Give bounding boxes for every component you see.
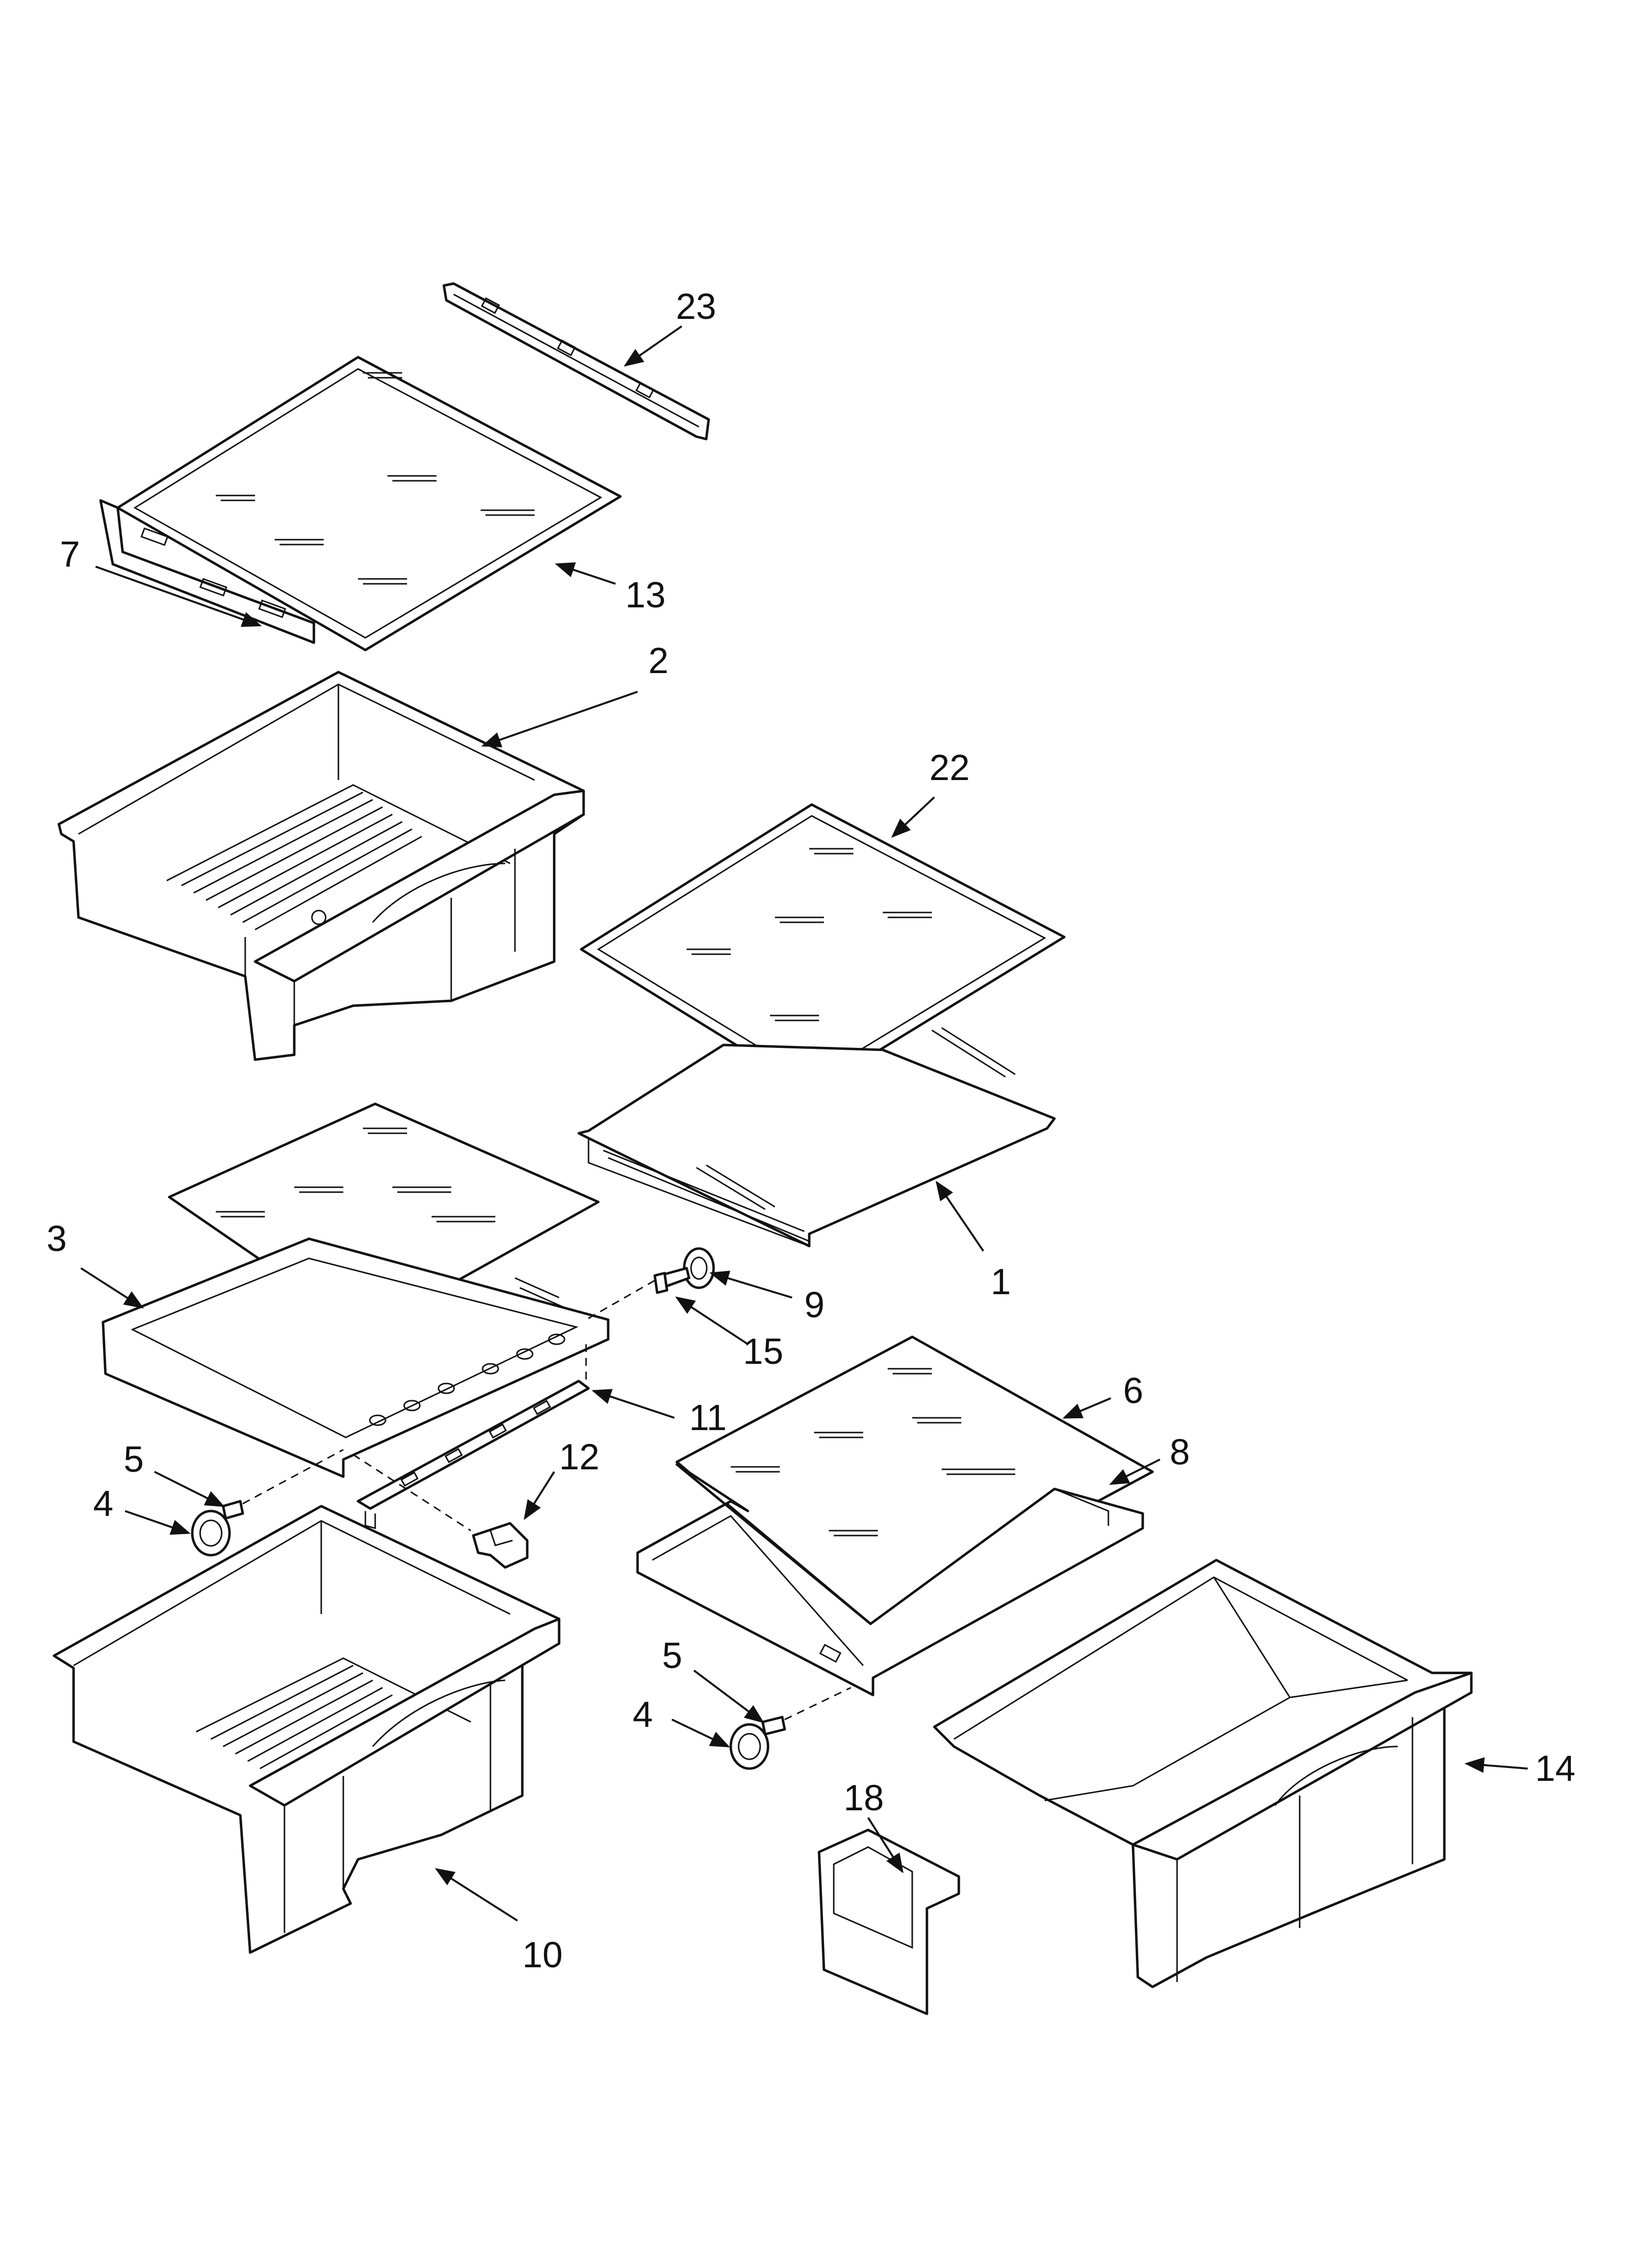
leader-6 bbox=[1062, 1397, 1111, 1419]
leader-5b bbox=[693, 1669, 765, 1723]
leader-18 bbox=[867, 1817, 904, 1874]
screw-path-line bbox=[586, 1279, 655, 1321]
callout-4-upper: 4 bbox=[93, 1483, 113, 1524]
part-9-roller bbox=[683, 1247, 715, 1289]
leader-14 bbox=[1464, 1757, 1528, 1773]
part-13-glass-shelf bbox=[99, 356, 622, 652]
leader-10 bbox=[435, 1868, 518, 1922]
part-2-crisper-drawer bbox=[57, 671, 585, 1061]
part-4-roller-lower bbox=[729, 1723, 770, 1770]
part-23-rail-bracket bbox=[442, 282, 710, 441]
part-5-screw-lower bbox=[761, 1716, 786, 1736]
leader-12 bbox=[523, 1471, 555, 1520]
part-10-lower-drawer bbox=[52, 1505, 561, 1954]
callout-4-lower: 4 bbox=[633, 1694, 653, 1735]
callout-6: 6 bbox=[1123, 1370, 1143, 1411]
part-11-slide-rail bbox=[357, 1380, 590, 1529]
leader-lines bbox=[80, 325, 1528, 1922]
part-14-lower-drawer bbox=[933, 1559, 1473, 1988]
callout-9: 9 bbox=[804, 1284, 824, 1325]
callout-15: 15 bbox=[743, 1331, 783, 1372]
part-18-label-card bbox=[818, 1828, 960, 2015]
callout-labels: 23 13 2 22 7 1 3 9 15 11 12 6 8 5 4 5 4 … bbox=[47, 286, 1575, 1975]
callout-23: 23 bbox=[676, 286, 716, 327]
callout-5-upper: 5 bbox=[124, 1439, 144, 1480]
callout-14: 14 bbox=[1535, 1748, 1575, 1789]
leader-1 bbox=[935, 1180, 984, 1252]
leader-7-line bbox=[95, 566, 262, 627]
leader-15 bbox=[675, 1296, 749, 1345]
leader-23 bbox=[623, 325, 683, 367]
callout-8: 8 bbox=[1170, 1432, 1190, 1472]
clip-path-line bbox=[353, 1454, 471, 1532]
callout-13: 13 bbox=[625, 574, 666, 615]
part-12-clip bbox=[472, 1522, 529, 1569]
leader-13 bbox=[555, 562, 616, 585]
callout-5-lower: 5 bbox=[662, 1635, 682, 1676]
callout-7: 7 bbox=[60, 534, 80, 574]
callout-3: 3 bbox=[47, 1218, 67, 1259]
callout-10: 10 bbox=[522, 1934, 563, 1975]
callout-1: 1 bbox=[991, 1261, 1011, 1302]
part-15-screw bbox=[653, 1267, 691, 1294]
part-4-roller-upper bbox=[191, 1510, 231, 1557]
callout-2: 2 bbox=[648, 640, 668, 681]
callout-12: 12 bbox=[559, 1436, 599, 1477]
callout-18: 18 bbox=[844, 1777, 884, 1818]
leader-9 bbox=[709, 1271, 793, 1299]
leader-2 bbox=[481, 691, 638, 748]
leader-11 bbox=[591, 1389, 675, 1419]
leader-4b bbox=[671, 1719, 730, 1747]
callout-22: 22 bbox=[929, 747, 970, 788]
leader-3 bbox=[80, 1267, 144, 1309]
upper-roller-path-line bbox=[242, 1449, 344, 1505]
lower-roller-path-line bbox=[784, 1687, 851, 1721]
part-1-shelf-frame bbox=[577, 1027, 1056, 1248]
part-5-screw-upper bbox=[222, 1500, 244, 1520]
leader-5a bbox=[154, 1471, 225, 1507]
leader-4a bbox=[125, 1510, 191, 1535]
part-8-cover-frame bbox=[636, 1463, 1144, 1696]
leader-8 bbox=[1109, 1459, 1160, 1485]
part-3-cover-frame bbox=[102, 1237, 610, 1478]
leader-22 bbox=[891, 796, 935, 838]
callout-11: 11 bbox=[689, 1397, 727, 1438]
